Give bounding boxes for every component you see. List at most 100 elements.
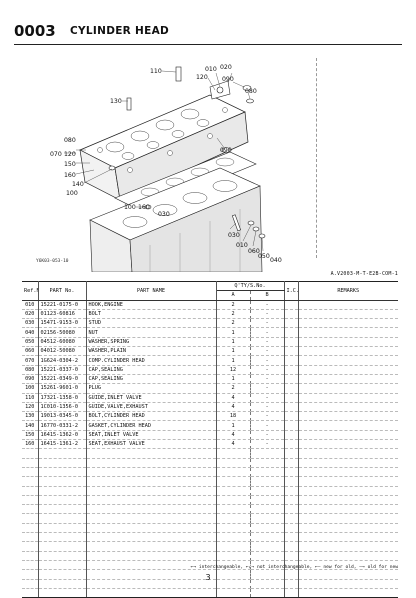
cell-remarks xyxy=(298,318,398,329)
cell-b: - xyxy=(250,309,285,320)
cell-empty xyxy=(298,504,398,515)
cell-empty xyxy=(298,541,398,552)
cell-ic xyxy=(284,420,299,431)
empty-row xyxy=(22,532,398,543)
leader-lines xyxy=(64,70,264,252)
section-title: CYLINDER HEAD xyxy=(70,25,170,37)
empty-row xyxy=(22,495,398,506)
cell-part: 19013-0345-0 xyxy=(38,411,87,422)
cell-ref: 090 xyxy=(22,374,39,385)
diagram-code: Y6K03-053-10 xyxy=(36,258,69,264)
cell-a: 2 xyxy=(216,300,251,310)
cell-empty xyxy=(284,551,299,561)
cell-remarks xyxy=(298,439,398,450)
cell-ref: 100 xyxy=(22,383,39,394)
cell-part: 16415-1362-0 xyxy=(38,430,87,441)
cell-ic xyxy=(284,393,299,403)
cell-ref: 060 xyxy=(22,346,39,357)
callout-150: 150 xyxy=(64,161,76,168)
callout-090-right: 090 xyxy=(220,147,232,154)
cell-b: - xyxy=(250,327,285,338)
header-part-no: PART No. xyxy=(38,281,87,301)
cell-empty xyxy=(284,448,299,459)
page-header: 0003 CYLINDER HEAD xyxy=(14,22,402,45)
cell-empty xyxy=(250,569,285,580)
cell-remarks xyxy=(298,327,398,338)
callout-140: 140 xyxy=(72,181,84,188)
empty-row xyxy=(22,541,398,552)
cell-empty xyxy=(250,458,285,468)
cell-empty xyxy=(22,569,39,580)
cell-empty xyxy=(216,467,251,478)
cell-empty xyxy=(38,579,87,589)
cell-empty xyxy=(38,551,87,561)
cell-empty xyxy=(250,532,285,543)
callout-030-right: 030 xyxy=(228,232,240,239)
cell-a: 2 xyxy=(216,318,251,329)
cell-empty xyxy=(86,551,217,561)
cell-empty xyxy=(86,513,217,524)
cell-ic xyxy=(284,355,299,366)
cell-ic xyxy=(284,337,299,348)
cell-empty xyxy=(38,486,87,496)
cell-ref: 070 xyxy=(22,355,39,366)
cell-part: 04512-60080 xyxy=(38,337,87,348)
cell-empty xyxy=(86,467,217,478)
cell-name: COMP.CYLINDER HEAD xyxy=(86,355,217,366)
callout-050: 050 xyxy=(258,253,270,260)
cylinder-block-drawing xyxy=(89,167,263,272)
cell-empty xyxy=(86,523,217,534)
cell-remarks xyxy=(298,337,398,348)
callout-020: 020 xyxy=(220,64,232,71)
cell-part: 1G624-0304-2 xyxy=(38,355,87,366)
cell-b: - xyxy=(250,411,285,422)
header-qty-b: B xyxy=(250,290,285,301)
cell-name: NUT xyxy=(86,327,217,338)
cell-empty xyxy=(298,551,398,561)
cell-empty xyxy=(86,476,217,487)
cell-empty xyxy=(22,532,39,543)
cell-ref: 130 xyxy=(22,411,39,422)
cell-empty xyxy=(250,486,285,496)
cell-remarks xyxy=(298,365,398,375)
cell-empty xyxy=(250,504,285,515)
cell-b: - xyxy=(250,430,285,441)
cell-name: WASHER,SPRING xyxy=(86,337,217,348)
cell-empty xyxy=(38,448,87,459)
cell-empty xyxy=(216,513,251,524)
cell-empty xyxy=(216,523,251,534)
cell-empty xyxy=(284,495,299,506)
cell-remarks xyxy=(298,420,398,431)
empty-row xyxy=(22,523,398,534)
cell-empty xyxy=(216,504,251,515)
cell-part: 1C010-1356-0 xyxy=(38,402,87,413)
cell-empty xyxy=(298,523,398,534)
header-qty-a: A xyxy=(216,290,251,301)
cell-a: 1 xyxy=(216,355,251,366)
cell-part: 15221-0349-0 xyxy=(38,374,87,385)
cell-remarks xyxy=(298,430,398,441)
cell-ic xyxy=(284,402,299,413)
header-ic: I.C. xyxy=(284,281,299,301)
callout-090: 090 xyxy=(222,76,234,83)
cell-part: 16415-1361-2 xyxy=(38,439,87,450)
cell-empty xyxy=(216,541,251,552)
cell-empty xyxy=(250,467,285,478)
callout-040: 040 xyxy=(270,257,282,264)
cell-empty xyxy=(22,560,39,571)
cell-part: 15471-9153-0 xyxy=(38,318,87,329)
cell-a: 4 xyxy=(216,430,251,441)
empty-row xyxy=(22,486,398,496)
cell-remarks xyxy=(298,374,398,385)
cell-a: 1 xyxy=(216,346,251,357)
cell-b: - xyxy=(250,439,285,450)
cell-name: BOLT xyxy=(86,309,217,320)
cell-remarks xyxy=(298,300,398,310)
header-part-name: PART NAME xyxy=(86,281,217,301)
cell-empty xyxy=(22,504,39,515)
